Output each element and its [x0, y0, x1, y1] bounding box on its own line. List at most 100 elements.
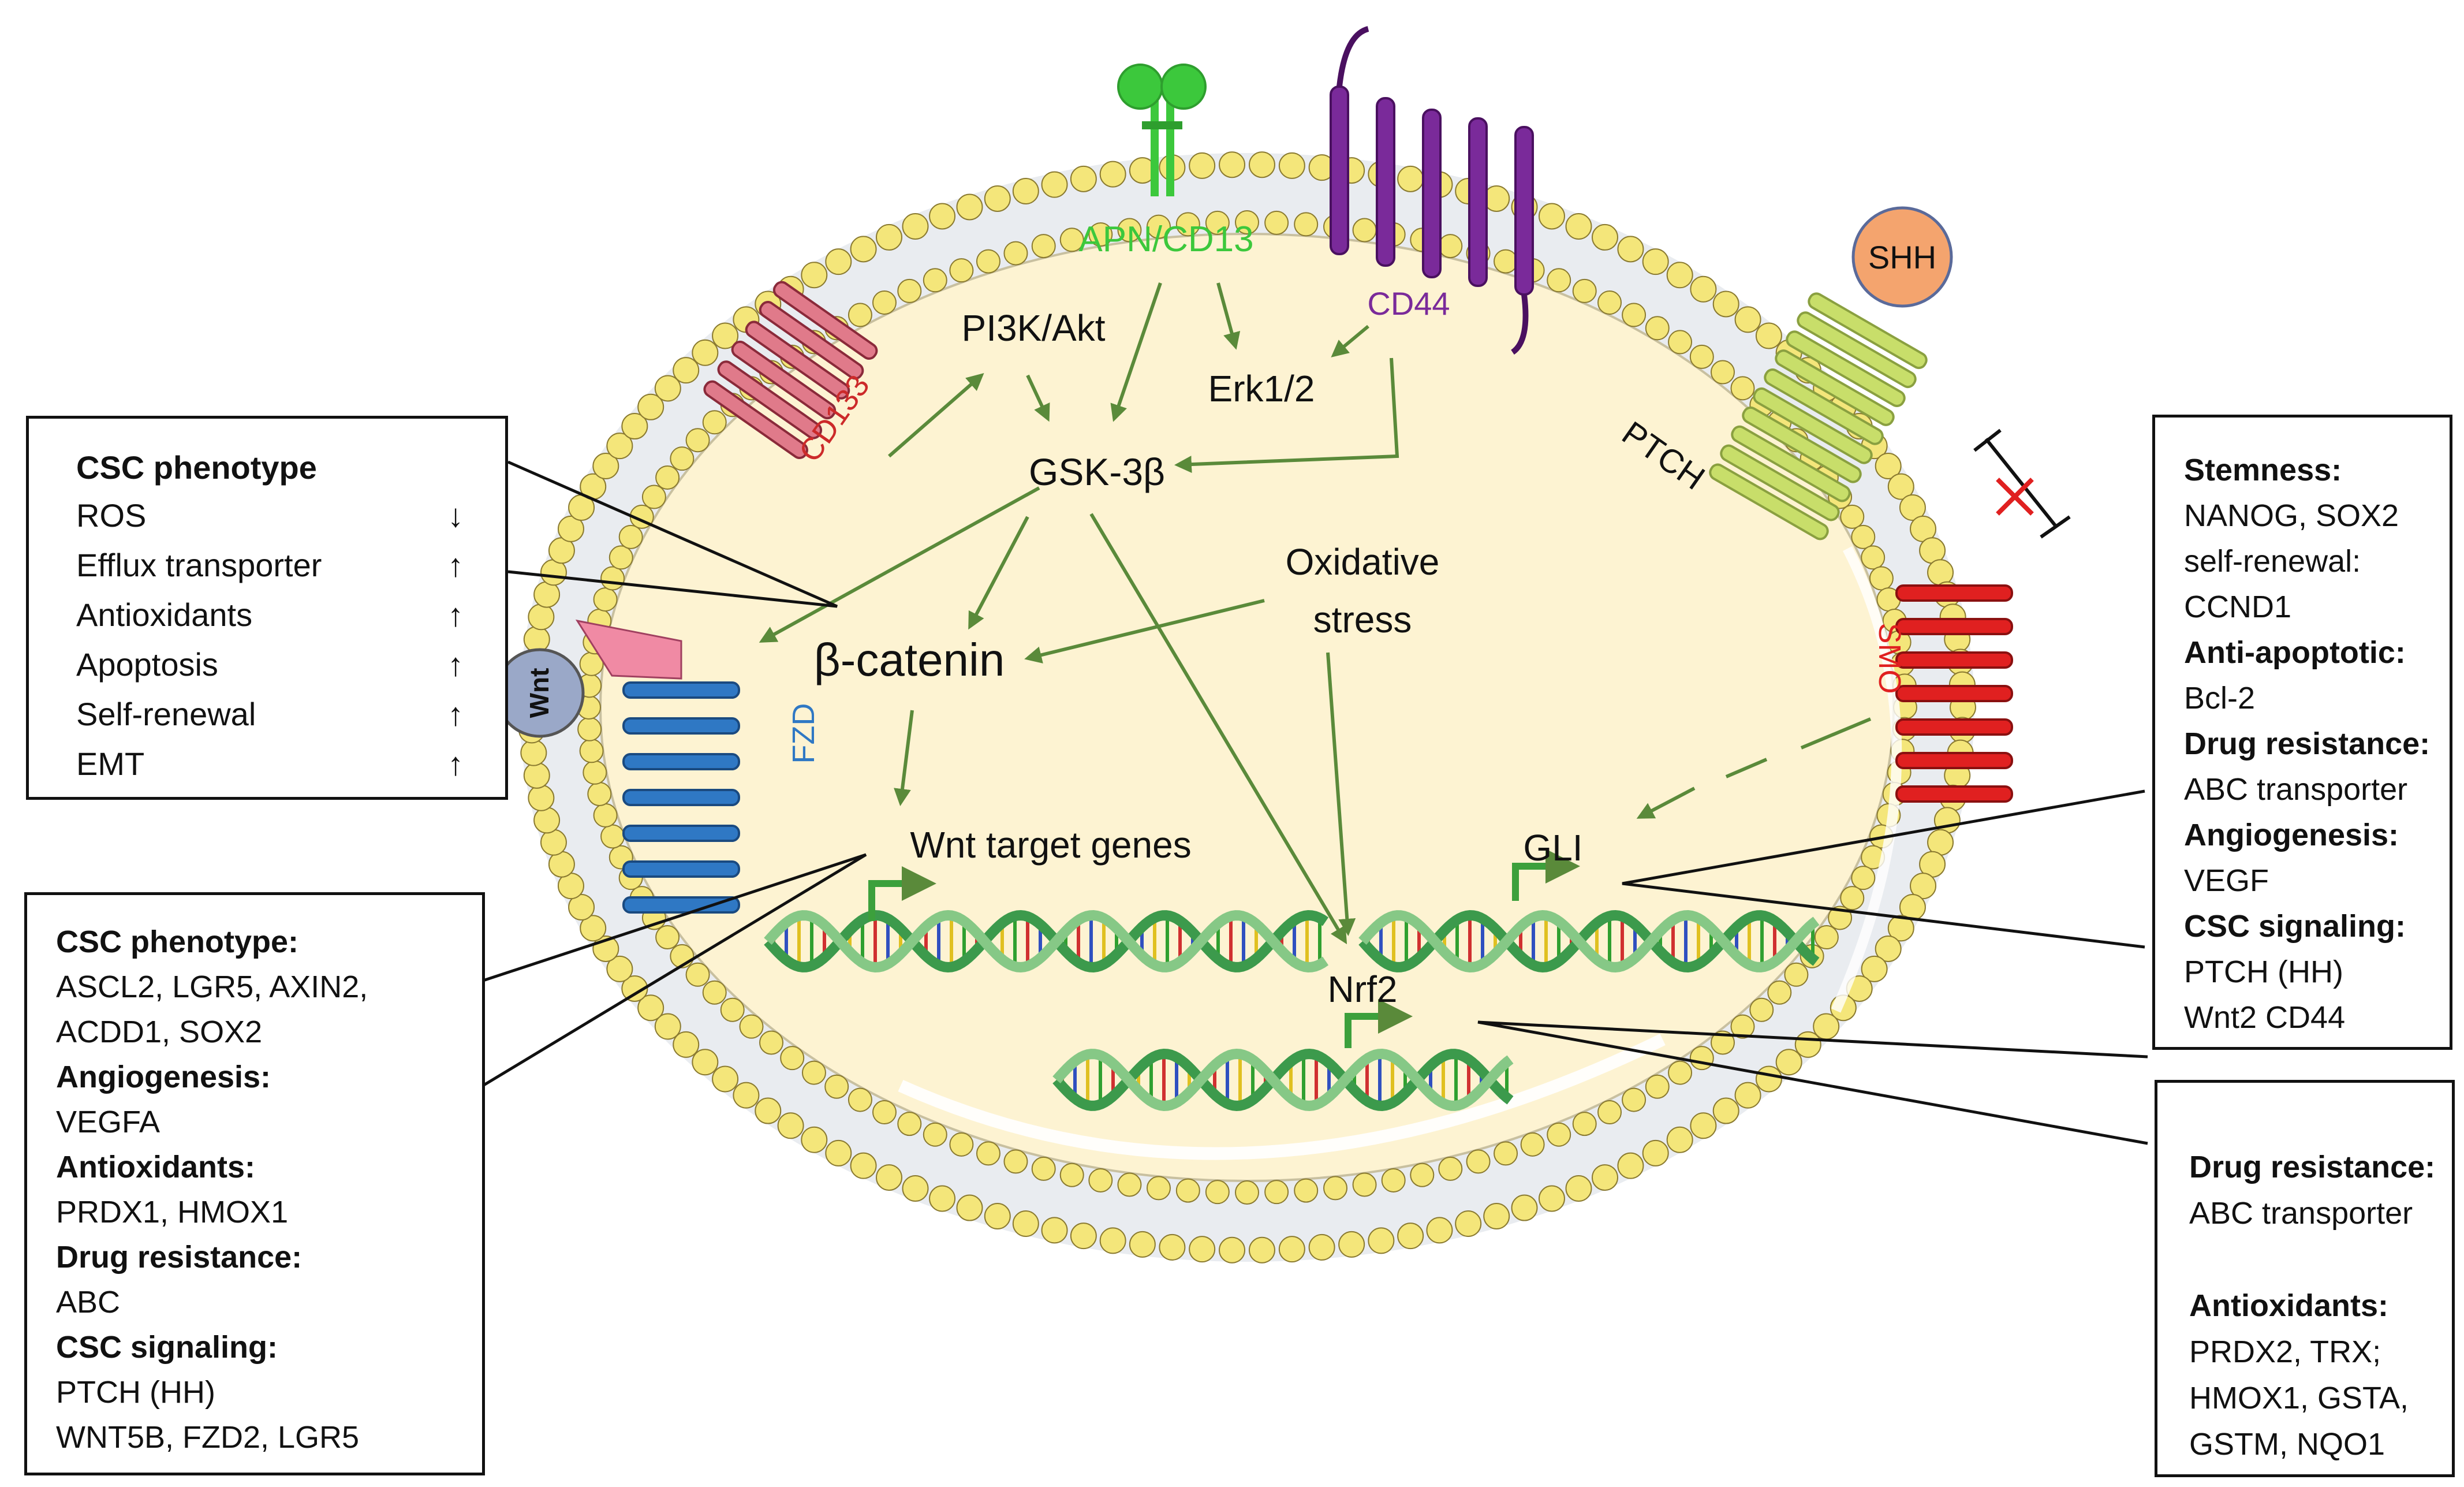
lipid-head: [1146, 1176, 1171, 1201]
lipid-head: [876, 223, 902, 251]
lipid-head: [801, 1126, 828, 1153]
cd133-segment: [745, 320, 850, 400]
nrf2-box-line: HMOX1, GSTA,: [2189, 1381, 2409, 1415]
cd133-segment: [759, 301, 864, 380]
lipid-head: [528, 603, 555, 631]
fzd-receptor: [622, 681, 740, 914]
lipid-head: [1175, 212, 1200, 237]
lipid-head: [1668, 1060, 1693, 1085]
lipid-head: [1511, 1194, 1538, 1221]
csc-item-label: Apoptosis: [76, 646, 218, 683]
lipid-head: [1410, 1162, 1435, 1187]
wnt-box-line: PTCH (HH): [56, 1375, 215, 1410]
lipid-head: [1645, 316, 1670, 341]
smo-receptor: [1895, 584, 2013, 803]
gli-box-line: Wnt2 CD44: [2184, 1000, 2346, 1035]
lipid-head: [692, 1049, 719, 1076]
gli-box-line: PTCH (HH): [2184, 955, 2343, 989]
lipid-head: [1352, 218, 1377, 243]
lipid-head: [1775, 1049, 1802, 1076]
csc-item-arrow: ↑: [447, 746, 464, 782]
lipid-head: [1597, 290, 1622, 315]
ptch-segment: [1742, 406, 1862, 483]
lipid-head: [1003, 241, 1028, 266]
lipid-head: [1117, 218, 1142, 243]
ptch-segment: [1753, 387, 1873, 464]
lipid-head: [587, 781, 612, 806]
gli-box-line: CCND1: [2184, 590, 2292, 624]
nrf2-label: Nrf2: [1328, 968, 1398, 1010]
lipid-head: [577, 717, 602, 741]
fzd-segment: [622, 825, 740, 842]
lipid-head: [956, 1194, 983, 1221]
lipid-head: [872, 290, 897, 315]
lipid-head: [929, 203, 956, 230]
lipid-head: [1749, 997, 1774, 1022]
lipid-head: [825, 1139, 852, 1167]
lipid-head: [929, 1185, 956, 1212]
lipid-head: [1248, 1236, 1275, 1264]
wnt-box-line: PRDX1, HMOX1: [56, 1195, 289, 1229]
lipid-head: [655, 925, 680, 950]
lipid-head: [1308, 1233, 1335, 1261]
fzd-segment: [622, 860, 740, 878]
gli-box-line: CSC signaling:: [2184, 909, 2406, 944]
lipid-head: [1617, 1152, 1644, 1179]
lipid-head: [600, 566, 625, 591]
lipid-head: [923, 1122, 947, 1147]
lipid-head: [1869, 566, 1894, 591]
lipid-head: [1910, 873, 1937, 900]
lipid-head: [583, 760, 607, 785]
cd133-segment: [703, 380, 808, 459]
gli-box-line: NANOG, SOX2: [2184, 498, 2399, 533]
lipid-head: [618, 524, 643, 549]
lipid-head: [1689, 344, 1714, 369]
lipid-head: [1070, 165, 1097, 192]
dna-backbone: [764, 910, 1329, 973]
wnt-box-line: CSC phenotype:: [56, 925, 299, 959]
lipid-head: [606, 955, 633, 982]
ptch-segment: [1808, 292, 1928, 370]
lipid-head: [1875, 935, 1902, 962]
nrf2-box-line: Drug resistance:: [2189, 1150, 2436, 1184]
csc-item-label: ROS: [76, 497, 147, 534]
callout-pointers: [443, 460, 2148, 1145]
cd44-label: CD44: [1367, 285, 1450, 322]
lipid-head: [1730, 1014, 1755, 1039]
apn-label: APN/CD13: [1078, 219, 1253, 259]
lipid-head: [1712, 1097, 1739, 1124]
lipid-head: [1572, 278, 1597, 303]
lipid-head: [523, 626, 550, 653]
lipid-head: [1099, 161, 1126, 188]
wnt-label: Wnt: [524, 668, 554, 718]
lipid-head: [902, 213, 929, 240]
lipid-head: [848, 1087, 872, 1112]
cd133-segment: [772, 281, 878, 360]
lipid-head: [579, 739, 604, 763]
lipid-head: [1483, 1203, 1510, 1230]
lipid-head: [1146, 214, 1171, 239]
lipid-head: [1031, 234, 1056, 259]
lipid-head: [673, 1031, 700, 1058]
lipid-head: [608, 545, 633, 570]
lipid-head: [712, 322, 739, 349]
promoter-arrows: [868, 849, 1580, 1048]
csc-item-label: EMT: [76, 746, 145, 782]
lipid-head: [637, 393, 664, 420]
erk-label: Erk1/2: [1208, 368, 1315, 409]
lipid-head: [759, 1030, 784, 1055]
oxidative-label-2: stress: [1313, 599, 1412, 640]
lipid-head: [568, 894, 595, 921]
csc-item-arrow: ↓: [447, 497, 464, 534]
lipid-head: [984, 1203, 1011, 1230]
lipid-head: [1668, 330, 1693, 355]
lipid-head: [655, 465, 680, 490]
lipid-head: [1689, 1046, 1714, 1071]
csc-item-label: Self-renewal: [76, 696, 256, 732]
lipid-head: [1565, 213, 1592, 240]
lipid-head: [692, 339, 719, 366]
gli-box-line: Drug resistance:: [2184, 726, 2431, 761]
lipid-head: [685, 428, 710, 453]
gli-box-line: ABC transporter: [2184, 772, 2408, 807]
